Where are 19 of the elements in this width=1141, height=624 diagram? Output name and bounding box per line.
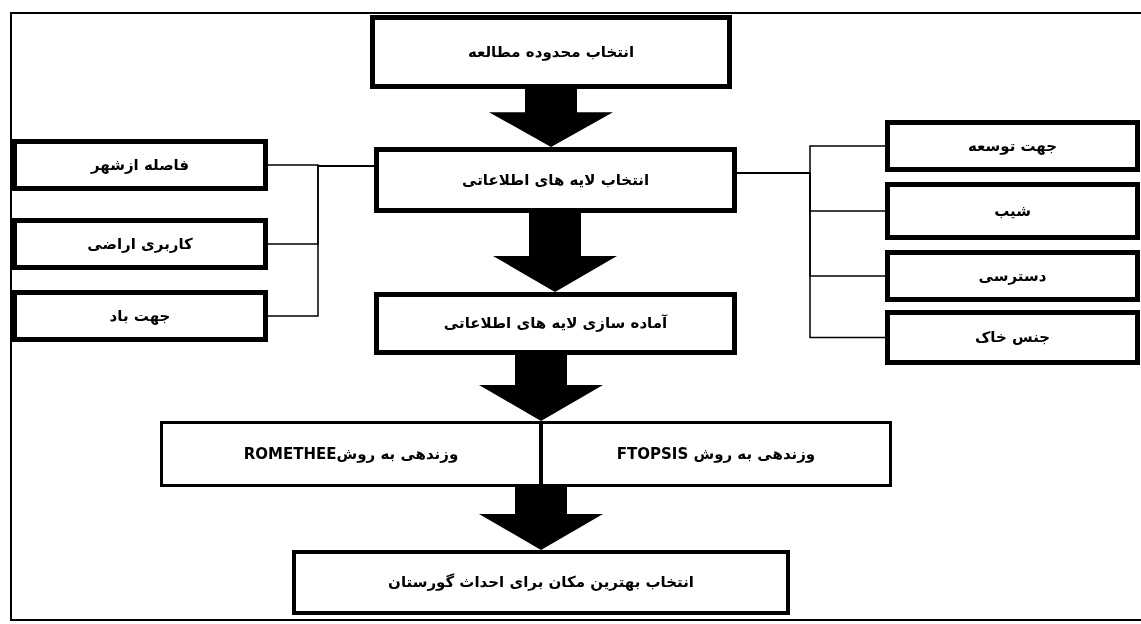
process-box: انتخاب لایه های اطلاعاتی bbox=[374, 147, 737, 213]
process-box: وزندهی به روش FTOPSIS bbox=[540, 421, 892, 487]
block-arrow bbox=[479, 487, 603, 550]
process-box: انتخاب بهترین مکان برای احداث گورستان bbox=[292, 550, 790, 615]
process-box: جهت باد bbox=[12, 290, 268, 342]
connector-line bbox=[736, 172, 886, 339]
process-box: جنس خاک bbox=[885, 310, 1140, 365]
block-arrow bbox=[479, 355, 603, 421]
process-box: انتخاب محدوده مطالعه bbox=[370, 15, 732, 89]
block-arrow bbox=[489, 89, 613, 147]
process-box: آماده سازی لایه های اطلاعاتی bbox=[374, 292, 737, 355]
block-arrow bbox=[493, 213, 617, 292]
process-box: وزندهی به روشROMETHEE bbox=[160, 421, 542, 487]
process-box: فاصله ازشهر bbox=[12, 139, 268, 191]
process-box: دسترسی bbox=[885, 250, 1140, 302]
process-box: جهت توسعه bbox=[885, 120, 1140, 172]
connector-line bbox=[267, 165, 375, 317]
process-box: کاربری اراضی bbox=[12, 218, 268, 270]
process-box: شیب bbox=[885, 182, 1140, 240]
